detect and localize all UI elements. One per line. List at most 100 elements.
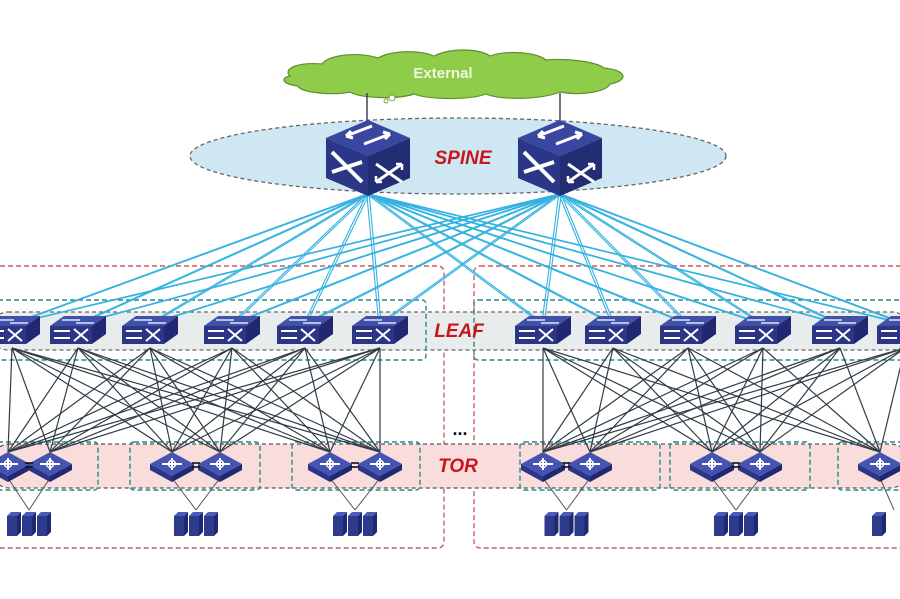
server-link: [711, 477, 737, 511]
downlink: [49, 347, 381, 453]
pod-left-boundary: [0, 265, 445, 549]
uplink: [558, 193, 763, 325]
downlink: [231, 347, 331, 453]
server-link: [566, 477, 591, 511]
leaf-tor-links: [7, 347, 900, 453]
server-icon[interactable]: [37, 512, 51, 536]
uplink: [558, 193, 840, 325]
leaf-switch-icon[interactable]: [276, 315, 334, 345]
leaf-switch-icon[interactable]: [811, 315, 869, 345]
uplink: [366, 193, 380, 325]
uplink: [366, 193, 839, 325]
downlink: [11, 347, 173, 453]
server-link: [195, 477, 221, 511]
leaf-switch-icon[interactable]: [121, 315, 179, 345]
uplink: [560, 193, 690, 325]
uplink: [232, 193, 370, 325]
uplink: [13, 193, 370, 325]
server-link: [879, 477, 895, 511]
uplink: [366, 193, 900, 324]
server-icon[interactable]: [744, 512, 758, 536]
uplink: [558, 193, 900, 324]
uplink: [76, 193, 368, 325]
downlink: [542, 347, 689, 453]
downlink: [171, 347, 381, 453]
uplink: [558, 193, 688, 325]
uplink: [560, 193, 765, 325]
server-icon[interactable]: [22, 512, 36, 536]
downlink: [542, 347, 591, 453]
spine-label: SPINE: [434, 148, 492, 169]
downlink: [149, 347, 221, 453]
downlink: [612, 347, 713, 453]
downlink: [542, 348, 900, 453]
downlink: [149, 347, 381, 453]
leaf-switch-icon[interactable]: [514, 315, 572, 345]
pod-boundaries: [0, 265, 900, 549]
server-icon[interactable]: [544, 512, 559, 536]
downlink: [589, 347, 764, 453]
server-link: [7, 477, 30, 511]
leaf-switch-icon[interactable]: [351, 315, 409, 345]
downlink: [77, 347, 381, 453]
uplink: [368, 193, 690, 325]
uplink: [368, 193, 615, 325]
server-icon[interactable]: [559, 512, 574, 536]
uplink: [305, 193, 370, 325]
server-icon[interactable]: [333, 512, 347, 536]
downlink: [49, 347, 151, 453]
server-icon[interactable]: [714, 512, 728, 536]
uplink: [543, 193, 562, 325]
server-icon[interactable]: [872, 512, 886, 536]
uplink: [232, 193, 562, 325]
downlink: [149, 347, 331, 453]
leaf-switch-icon[interactable]: [659, 315, 717, 345]
server-icon[interactable]: [189, 512, 203, 536]
downlink: [711, 350, 900, 453]
downlink: [304, 347, 331, 453]
server-icon[interactable]: [348, 512, 362, 536]
downlink: [219, 347, 306, 453]
downlink: [542, 347, 713, 453]
downlink: [542, 347, 764, 453]
downlink: [7, 347, 151, 453]
downlink: [7, 347, 233, 453]
uplink: [369, 193, 765, 325]
uplink: [230, 193, 368, 325]
server-icon[interactable]: [574, 512, 589, 536]
uplink: [366, 193, 762, 325]
downlink: [542, 347, 614, 453]
uplink: [78, 193, 370, 325]
leaf-switch-icon[interactable]: [203, 315, 261, 345]
leaf-switch-icon[interactable]: [584, 315, 642, 345]
servers: [7, 512, 886, 536]
downlink: [219, 347, 233, 453]
downlink: [879, 366, 900, 453]
uplink: [366, 193, 613, 325]
uplink: [230, 193, 560, 325]
server-link: [735, 477, 761, 511]
uplink: [558, 193, 613, 325]
leaf-switch-icon[interactable]: [734, 315, 792, 345]
uplink: [560, 193, 615, 325]
server-icon[interactable]: [174, 512, 188, 536]
downlink: [759, 347, 841, 453]
group-border: [129, 441, 261, 491]
downlink: [589, 347, 841, 453]
downlink: [11, 347, 51, 453]
server-link: [171, 477, 197, 511]
uplink: [79, 193, 562, 325]
downlink: [687, 347, 713, 453]
leaf-switch-icon[interactable]: [49, 315, 107, 345]
server-icon[interactable]: [363, 512, 377, 536]
group-border: [473, 299, 900, 361]
downlink: [589, 349, 900, 453]
uplink: [366, 193, 543, 325]
server-icon[interactable]: [7, 512, 21, 536]
server-icon[interactable]: [729, 512, 743, 536]
downlink: [329, 347, 381, 453]
server-icon[interactable]: [204, 512, 218, 536]
downlink: [77, 347, 173, 453]
group-border: [291, 441, 421, 491]
